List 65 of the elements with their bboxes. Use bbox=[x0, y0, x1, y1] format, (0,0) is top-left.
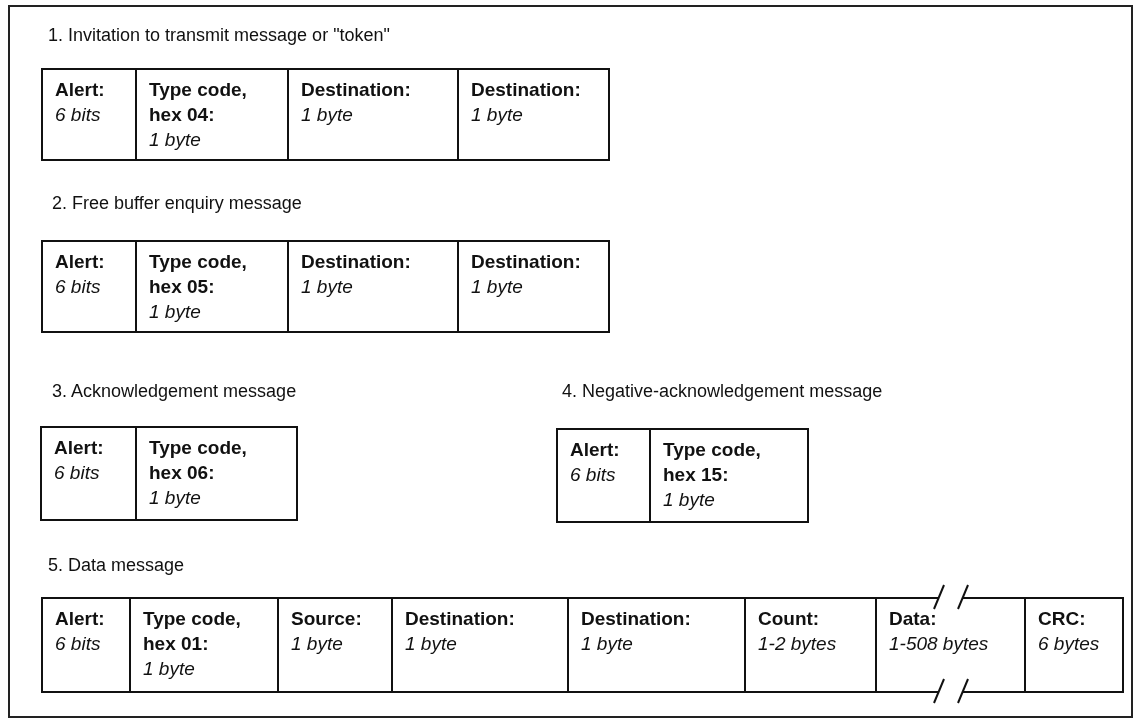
field-name: Type code, hex 05: bbox=[149, 250, 248, 299]
field-size: 6 bits bbox=[54, 461, 101, 485]
field-size: 6 bits bbox=[55, 103, 102, 127]
field-name: Alert: bbox=[570, 438, 621, 462]
field-size: 1 byte bbox=[301, 275, 354, 299]
field-name: Alert: bbox=[54, 436, 105, 460]
field-box bbox=[277, 597, 393, 693]
field-name: Source: bbox=[291, 607, 363, 631]
field-box bbox=[875, 597, 1026, 693]
field-size: 1 byte bbox=[663, 488, 716, 512]
field-box bbox=[40, 426, 137, 521]
field-name: Destination: bbox=[581, 607, 692, 631]
field-size: 6 bits bbox=[570, 463, 617, 487]
field-size: 1 byte bbox=[471, 275, 524, 299]
field-box bbox=[457, 68, 610, 161]
field-box bbox=[41, 597, 131, 693]
field-size: 1 byte bbox=[471, 103, 524, 127]
field-box bbox=[744, 597, 877, 693]
field-box bbox=[135, 240, 289, 333]
field-name: Destination: bbox=[471, 250, 582, 274]
field-name: Destination: bbox=[301, 250, 412, 274]
field-name: Count: bbox=[758, 607, 821, 631]
field-name: Alert: bbox=[55, 607, 106, 631]
field-box bbox=[287, 240, 459, 333]
message-heading: 5. Data message bbox=[48, 555, 185, 576]
field-box bbox=[41, 68, 137, 161]
field-size: 1 byte bbox=[405, 632, 458, 656]
field-box bbox=[129, 597, 279, 693]
field-box bbox=[457, 240, 610, 333]
message-heading: 3. Acknowledgement message bbox=[52, 381, 297, 402]
field-size: 6 bits bbox=[55, 275, 102, 299]
field-name: Type code, hex 15: bbox=[663, 438, 762, 487]
field-name: Type code, hex 01: bbox=[143, 607, 242, 656]
field-name: Destination: bbox=[471, 78, 582, 102]
field-box bbox=[135, 68, 289, 161]
field-box bbox=[287, 68, 459, 161]
field-box bbox=[556, 428, 651, 523]
field-size: 1 byte bbox=[149, 486, 202, 510]
message-heading: 1. Invitation to transmit message or "token" bbox=[48, 25, 390, 46]
field-box bbox=[41, 240, 137, 333]
field-name: Alert: bbox=[55, 250, 106, 274]
field-size: 6 bytes bbox=[1038, 632, 1100, 656]
field-size: 1 byte bbox=[149, 300, 202, 324]
message-heading: 4. Negative-acknowledgement message bbox=[562, 381, 883, 402]
field-box bbox=[1024, 597, 1124, 693]
field-size: 1-2 bytes bbox=[758, 632, 838, 656]
field-box bbox=[567, 597, 746, 693]
field-box bbox=[391, 597, 569, 693]
field-box bbox=[649, 428, 809, 523]
field-size: 1-508 bytes bbox=[889, 632, 990, 656]
field-name: Type code, hex 04: bbox=[149, 78, 248, 127]
field-name: Destination: bbox=[301, 78, 412, 102]
field-box bbox=[135, 426, 298, 521]
field-size: 1 byte bbox=[301, 103, 354, 127]
field-name: Alert: bbox=[55, 78, 106, 102]
field-size: 1 byte bbox=[143, 657, 196, 681]
field-size: 6 bits bbox=[55, 632, 102, 656]
message-heading: 2. Free buffer enquiry message bbox=[52, 193, 302, 214]
field-size: 1 byte bbox=[581, 632, 634, 656]
field-size: 1 byte bbox=[291, 632, 344, 656]
field-size: 1 byte bbox=[149, 128, 202, 152]
field-name: CRC: bbox=[1038, 607, 1087, 631]
field-name: Data: bbox=[889, 607, 938, 631]
field-name: Destination: bbox=[405, 607, 516, 631]
field-name: Type code, hex 06: bbox=[149, 436, 248, 485]
